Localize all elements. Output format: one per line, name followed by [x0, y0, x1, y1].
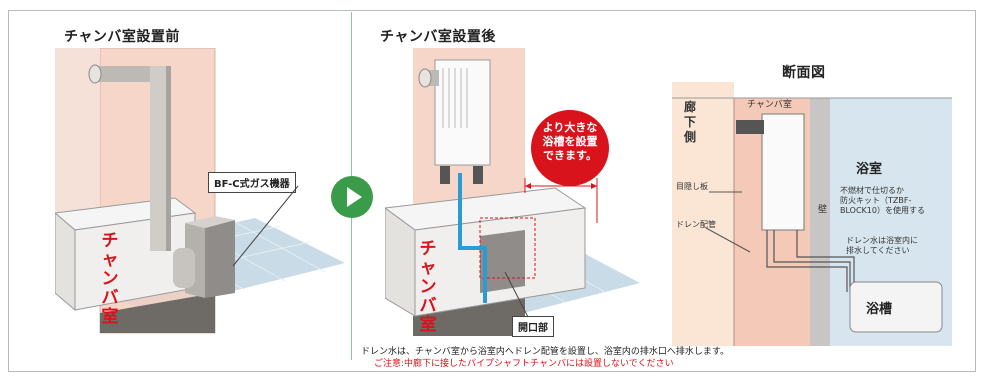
before-illustration: [55, 48, 345, 334]
opening-leader: [504, 271, 529, 318]
figure-frame: [8, 10, 976, 372]
section-water-heater: [761, 113, 805, 231]
section-chamber-room-label: チャンバ室: [747, 100, 792, 110]
water-heater: [434, 59, 491, 166]
gas-device-label: BF-C式ガス機器: [208, 172, 296, 193]
corridor-zone: [672, 82, 734, 346]
wall-label: 壁: [818, 205, 828, 215]
drain-pipe-label: ドレン配管: [676, 220, 716, 229]
drain-pipe: [458, 173, 487, 303]
bigger-tub-badge: より大きな 浴槽を設置 できます。: [531, 110, 609, 186]
after-title: チャンバ室設置後: [380, 29, 496, 45]
section-title: 断面図: [782, 65, 826, 81]
blind-plate-label: 目隠し板: [676, 182, 708, 191]
play-arrow-icon: [347, 187, 362, 207]
footer-caution-note: ご注意:中廊下に接したパイプシャフトチャンバには設置しないでください: [374, 359, 674, 369]
corridor-side-label: 廊下側: [683, 100, 696, 144]
drain-note: ドレン水は浴室内に 排水してください: [846, 236, 918, 255]
after-illustration: [385, 48, 640, 336]
footer-main-note: ドレン水は、チャンバ室から浴室内へドレン配管を設置し、浴室内の排水口へ排水します…: [361, 347, 730, 357]
before-title: チャンバ室設置前: [64, 29, 180, 45]
chamber-room-after: チャンバ室: [419, 239, 437, 335]
fireproof-note: 不燃材で仕切るか 防火キット（TZBF- BLOCK10）を使用する: [840, 186, 925, 215]
section-bathroom-label: 浴室: [856, 162, 883, 177]
section-diagram: [672, 82, 952, 346]
gas-device-leader: [232, 185, 299, 267]
opening: [480, 230, 525, 293]
next-arrow-button: [331, 176, 373, 218]
section-bathtub-label: 浴槽: [866, 302, 893, 317]
opening-label: 開口部: [512, 316, 554, 337]
section-bathtub: [849, 281, 943, 333]
wall-zone: [810, 98, 830, 346]
chamber-room-before: チャンバ室: [101, 231, 119, 327]
bf-c-gas-appliance: [205, 220, 235, 298]
